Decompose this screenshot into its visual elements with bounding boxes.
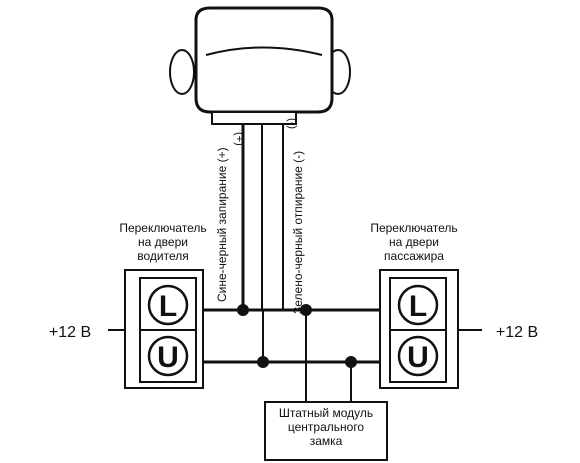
alarm-unit: (+) (-) xyxy=(169,6,351,146)
passenger-unlock-key-label: U xyxy=(407,341,429,374)
central-lock-module-label-line-1: Штатный модуль xyxy=(279,406,373,420)
alarm-unit-left-lug xyxy=(169,49,195,95)
passenger-switch-label-line-1: Переключатель xyxy=(370,221,457,235)
driver-switch-label-line-3: водителя xyxy=(137,249,189,263)
wire-minus-label: (-) xyxy=(286,118,298,129)
alarm-unit-connector xyxy=(211,111,297,125)
driver-switch-label-line-2: на двери xyxy=(138,235,188,249)
driver-switch-label-line-1: Переключатель xyxy=(119,221,206,235)
driver-unlock-key xyxy=(147,335,189,377)
junction-lock-driver xyxy=(237,304,249,316)
passenger-unlock-key xyxy=(397,335,439,377)
driver-lock-key xyxy=(147,284,189,326)
central-lock-module-box xyxy=(264,401,388,461)
passenger-lock-key xyxy=(397,284,439,326)
right-power-label: +12 В xyxy=(496,324,538,341)
driver-lock-key-label: L xyxy=(159,290,177,323)
central-lock-module: Штатный модуль центрального замка xyxy=(264,401,388,461)
passenger-lock-key-label: L xyxy=(409,290,427,323)
passenger-switch: Переключатель на двери пассажира L U xyxy=(370,221,459,389)
passenger-switch-label-line-2: на двери xyxy=(389,235,439,249)
driver-switch: Переключатель на двери водителя L U xyxy=(119,221,207,389)
alarm-unit-seam xyxy=(205,46,323,56)
alarm-unit-body xyxy=(194,6,334,114)
central-lock-module-label-line-2: центрального xyxy=(288,420,365,434)
central-lock-module-label-line-3: замка xyxy=(310,434,343,448)
lock-wire-label: Сине-черный запирание (+) xyxy=(215,147,229,302)
unlock-wire-label: Зелено-черный отпирание (-) xyxy=(291,151,305,314)
driver-unlock-key-label: U xyxy=(157,341,179,374)
passenger-switch-label-line-3: пассажира xyxy=(384,249,444,263)
left-power-label: +12 В xyxy=(49,324,91,341)
